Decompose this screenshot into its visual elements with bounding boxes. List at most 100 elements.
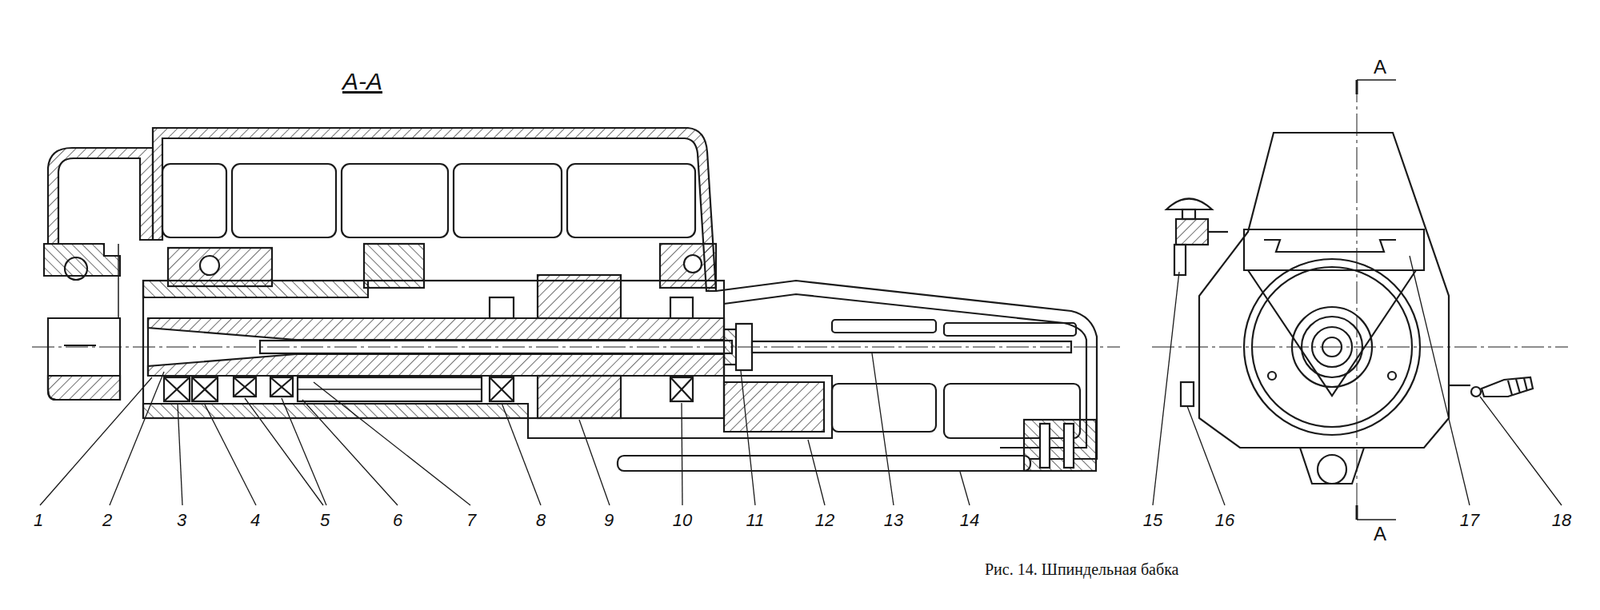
drawing-line: [270, 377, 293, 397]
drawing-path: [1300, 448, 1364, 484]
drawing-line: [32, 347, 1120, 348]
end-view: [1152, 80, 1568, 520]
figure-caption: Рис. 14. Шпиндельная бабка: [984, 561, 1179, 578]
drawing-line: [1356, 505, 1359, 520]
drawing-line: [1508, 380, 1512, 396]
drawing-path: [148, 318, 724, 340]
drawing-rect: [1180, 382, 1194, 407]
callout-number: 17: [1458, 511, 1481, 531]
drawing-line: [489, 377, 514, 402]
callout-number: 9: [602, 511, 616, 531]
drawing-path: [1356, 79, 1396, 81]
callout-number: 8: [534, 511, 548, 531]
drawing-line: [233, 377, 256, 397]
drawing-line: [670, 377, 693, 402]
drawing-path: [1244, 229, 1424, 271]
callout-number: 15: [1141, 511, 1164, 531]
drawing-rect: [567, 164, 696, 238]
drawing-rect: [832, 320, 936, 333]
drawing-rect: [232, 164, 336, 238]
section-title: A-A: [342, 69, 383, 94]
drawing-line: [1356, 80, 1358, 520]
drawing-line: [109, 372, 164, 506]
drawing-line: [270, 377, 293, 397]
drawing-path: [1481, 377, 1533, 397]
drawing-line: [64, 344, 96, 347]
drawing-path: [1166, 199, 1212, 211]
section-view: [32, 128, 1120, 472]
drawing-rect: [1176, 219, 1208, 245]
callout-number: 12: [813, 511, 836, 531]
drawing-rect: [233, 377, 256, 397]
drawing-path: [152, 128, 716, 292]
drawing-line: [1480, 396, 1562, 506]
drawing-rect: [1174, 244, 1186, 276]
callout-number: 11: [744, 511, 767, 531]
drawing-line: [192, 377, 218, 402]
drawing-rect: [1040, 424, 1050, 468]
drawing-path: [724, 382, 824, 432]
callout-number: 4: [248, 511, 262, 531]
drawing-line: [681, 403, 683, 506]
drawing-rect: [489, 377, 514, 402]
callout-number: 5: [318, 511, 332, 531]
drawing-circle: [1317, 455, 1347, 484]
callout-number: 6: [391, 511, 404, 531]
drawing-path: [143, 280, 368, 298]
drawing-line: [1356, 80, 1359, 95]
drawing-rect: [1182, 209, 1196, 220]
drawing-line: [302, 400, 398, 506]
drawing-line: [177, 403, 183, 506]
drawing-line: [808, 440, 825, 506]
drawing-line: [489, 377, 514, 402]
drawing-rect: [832, 384, 936, 432]
drawing-circle: [200, 256, 220, 276]
section-letter: A: [1372, 57, 1388, 77]
drawing-line: [233, 377, 256, 397]
drawing-path: [48, 318, 120, 400]
drawing-rect: [489, 297, 514, 319]
drawing-line: [1208, 231, 1228, 233]
drawing-rect: [297, 377, 482, 402]
drawing-line: [313, 382, 471, 506]
drawing-line: [117, 244, 120, 319]
drawing-rect: [537, 275, 621, 319]
drawing-circle: [1471, 387, 1481, 397]
drawing-line: [1152, 272, 1180, 506]
drawing-line: [192, 377, 218, 402]
drawing-rect: [341, 164, 448, 238]
drawing-line: [244, 398, 324, 506]
drawing-line: [740, 371, 756, 506]
drawing-path: [48, 376, 120, 400]
drawing-line: [960, 472, 970, 506]
callout-number: 16: [1213, 511, 1236, 531]
callout-number: 10: [671, 511, 694, 531]
drawing-path: [1356, 519, 1396, 521]
drawing-circle: [1268, 372, 1276, 380]
callout-number: 3: [175, 511, 188, 531]
drawing-rect: [1024, 420, 1096, 472]
drawing-rect: [162, 164, 227, 238]
leader-lines: [40, 256, 1562, 506]
drawing-line: [1152, 347, 1568, 348]
drawing-rect: [670, 297, 693, 319]
drawing-line: [1516, 379, 1520, 394]
section-letter: A: [1372, 524, 1388, 544]
callout-number: 1: [32, 511, 45, 531]
drawing-rect: [453, 164, 562, 238]
drawing-circle: [684, 255, 702, 273]
drawing-rect: [192, 377, 218, 402]
drawing-rect: [164, 377, 190, 402]
drawing-path: [148, 354, 724, 376]
drawing-rect: [944, 323, 1076, 336]
drawing-line: [297, 388, 482, 390]
drawing-line: [501, 403, 541, 506]
drawing-circle: [1388, 372, 1396, 380]
drawing-circle: [64, 257, 88, 280]
callout-number: 7: [464, 511, 478, 531]
drawing-rect: [1064, 424, 1074, 468]
drawing-path: [48, 148, 153, 244]
drawing-line: [1524, 378, 1528, 392]
drawing-line: [872, 353, 894, 506]
